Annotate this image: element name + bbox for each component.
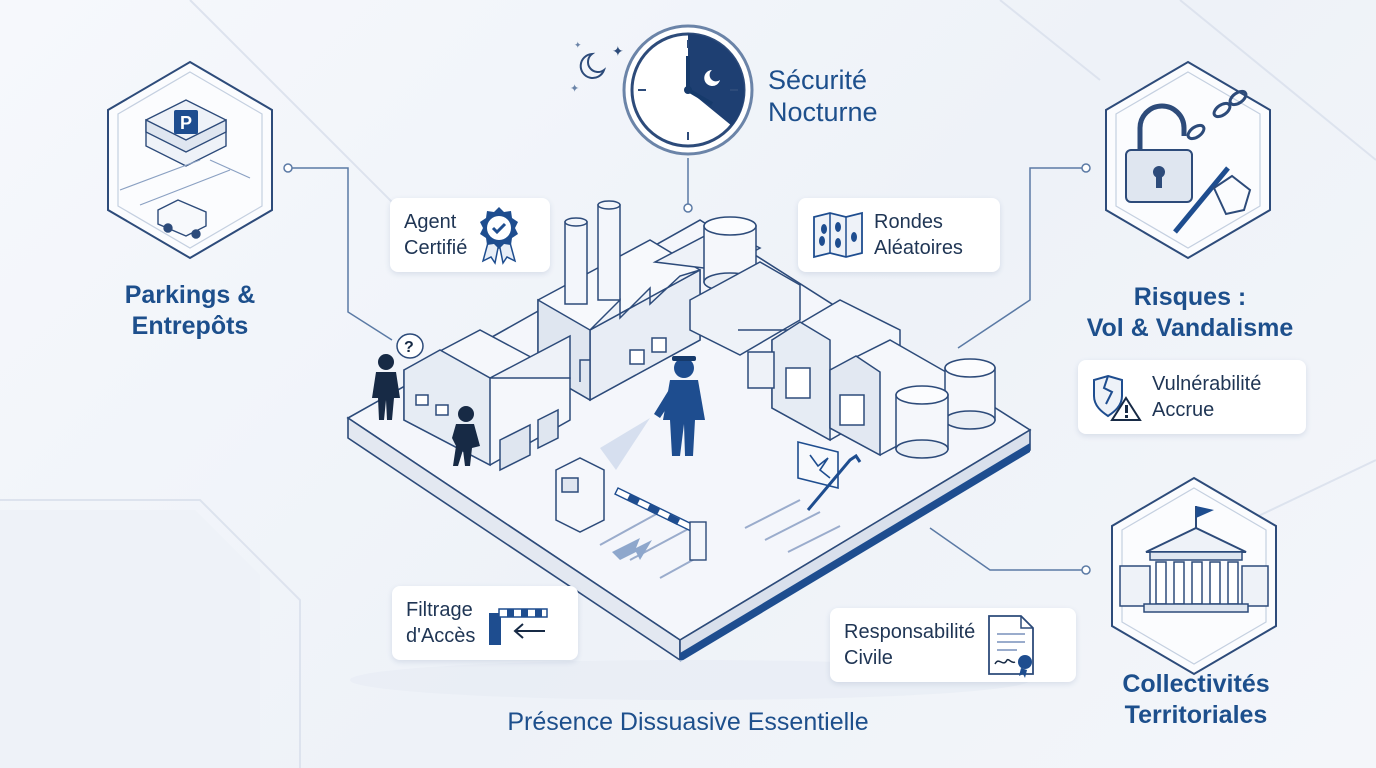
intruder-figures <box>372 354 480 466</box>
direction-arrow-icon <box>612 538 652 560</box>
card-agent-text: Agent Certifié <box>404 209 467 261</box>
hub-parkings-title: Parkings & Entrepôts <box>88 280 292 342</box>
question-bubble-icon: ? <box>396 333 424 359</box>
storage-tank <box>652 216 801 356</box>
hub-parkings-line2: Entrepôts <box>131 312 249 340</box>
card-vulnerabilite-accrue[interactable]: Vulnérabilité Accrue <box>1078 360 1306 434</box>
guard-booth <box>555 457 605 533</box>
night-security-line1: Sécurité <box>768 65 868 95</box>
warehouse-left <box>403 329 571 472</box>
card-responsabilite-civile[interactable]: Responsabilité Civile <box>830 608 1076 682</box>
card-responsabilite-text: Responsabilité Civile <box>844 619 975 671</box>
patrol-map-icon <box>813 211 863 259</box>
card-rondes-line2: Aléatoires <box>874 237 963 259</box>
card-vulnerabilite-text: Vulnérabilité Accrue <box>1152 371 1261 423</box>
vandalised-sign-icon <box>797 440 862 511</box>
barrier-arm <box>614 487 707 561</box>
svg-text:✦: ✦ <box>574 40 582 50</box>
card-agent-line1: Agent <box>404 211 457 233</box>
card-filtrage-line1: Filtrage <box>406 599 473 621</box>
hub-parkings-line1: Parkings & <box>124 281 256 309</box>
card-filtrage-text: Filtrage d'Accès <box>406 597 475 649</box>
card-rondes-aleatoires[interactable]: Rondes Aléatoires <box>798 198 1000 272</box>
warning-shield-icon <box>1093 374 1142 421</box>
svg-text:✦: ✦ <box>612 43 624 59</box>
card-responsabilite-line2: Civile <box>844 647 893 669</box>
hub-risques-title: Risques : Vol & Vandalisme <box>1060 282 1320 344</box>
svg-text:?: ? <box>404 339 414 356</box>
hub-collectivites-title: Collectivités Territoriales <box>1080 669 1312 731</box>
card-responsabilite-line1: Responsabilité <box>844 621 976 643</box>
night-security-line2: Nocturne <box>768 97 878 127</box>
card-vulnerabilite-line1: Vulnérabilité <box>1152 373 1262 395</box>
factory-building <box>537 200 701 402</box>
barrier-gate-icon <box>489 608 549 645</box>
card-filtrage-line2: d'Accès <box>406 625 476 647</box>
diagram-footer-title: Présence Dissuasive Essentielle <box>507 708 869 736</box>
hub-collectivites-line1: Collectivités <box>1122 670 1270 698</box>
svg-text:✦: ✦ <box>570 83 579 95</box>
card-agent-line2: Certifié <box>404 237 468 259</box>
security-guard <box>600 356 705 470</box>
card-rondes-text: Rondes Aléatoires <box>874 209 963 261</box>
card-agent-certifie[interactable]: Agent Certifié <box>390 198 550 272</box>
hub-collectivites-line2: Territoriales <box>1124 701 1268 729</box>
certified-badge-icon <box>480 207 519 265</box>
card-rondes-line1: Rondes <box>874 211 943 233</box>
svg-text:P: P <box>180 113 192 133</box>
card-vulnerabilite-line2: Accrue <box>1152 399 1215 421</box>
night-security-title: Sécurité Nocturne <box>768 64 878 128</box>
hub-risques-line1: Risques : <box>1133 283 1247 311</box>
cylinder-tanks <box>895 358 996 459</box>
hub-risques-line2: Vol & Vandalisme <box>1086 314 1294 342</box>
card-filtrage-acces[interactable]: Filtrage d'Accès <box>392 586 578 660</box>
signed-document-icon <box>988 615 1035 678</box>
